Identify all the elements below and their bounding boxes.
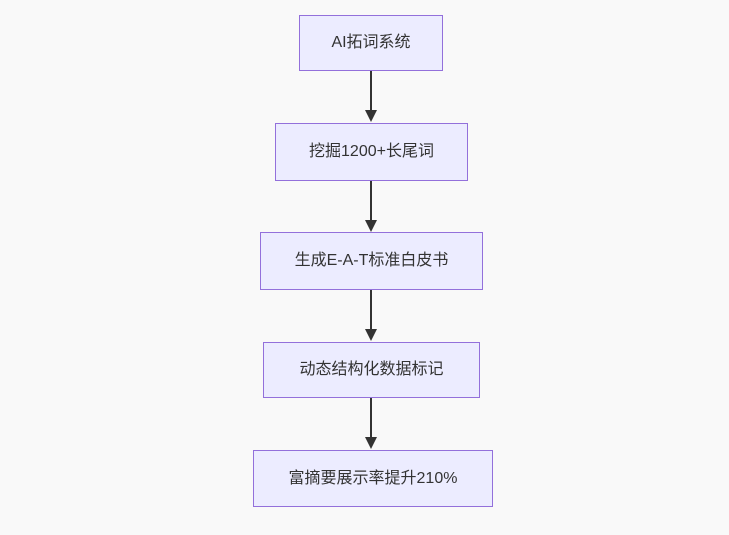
flow-arrow-line xyxy=(370,71,372,111)
flowchart-node-eat-whitepaper: 生成E-A-T标准白皮书 xyxy=(260,232,483,290)
flow-arrow-line xyxy=(370,181,372,220)
flow-arrowhead-icon xyxy=(365,110,377,122)
flowchart-node-ai-word-expansion: AI拓词系统 xyxy=(299,15,443,71)
flow-arrow-line xyxy=(370,398,372,438)
flowchart-node-longtail-keywords: 挖掘1200+长尾词 xyxy=(275,123,468,181)
flow-arrow-line xyxy=(370,290,372,330)
node-label: 富摘要展示率提升210% xyxy=(288,469,458,487)
node-label: AI拓词系统 xyxy=(331,34,411,52)
flow-arrowhead-icon xyxy=(365,220,377,232)
flowchart-node-structured-data-markup: 动态结构化数据标记 xyxy=(263,342,480,398)
node-label: 生成E-A-T标准白皮书 xyxy=(294,252,449,270)
flowchart-node-rich-snippet-rate: 富摘要展示率提升210% xyxy=(253,450,493,507)
node-label: 动态结构化数据标记 xyxy=(299,361,444,379)
flow-arrowhead-icon xyxy=(365,329,377,341)
node-label: 挖掘1200+长尾词 xyxy=(309,143,434,161)
flow-arrowhead-icon xyxy=(365,437,377,449)
